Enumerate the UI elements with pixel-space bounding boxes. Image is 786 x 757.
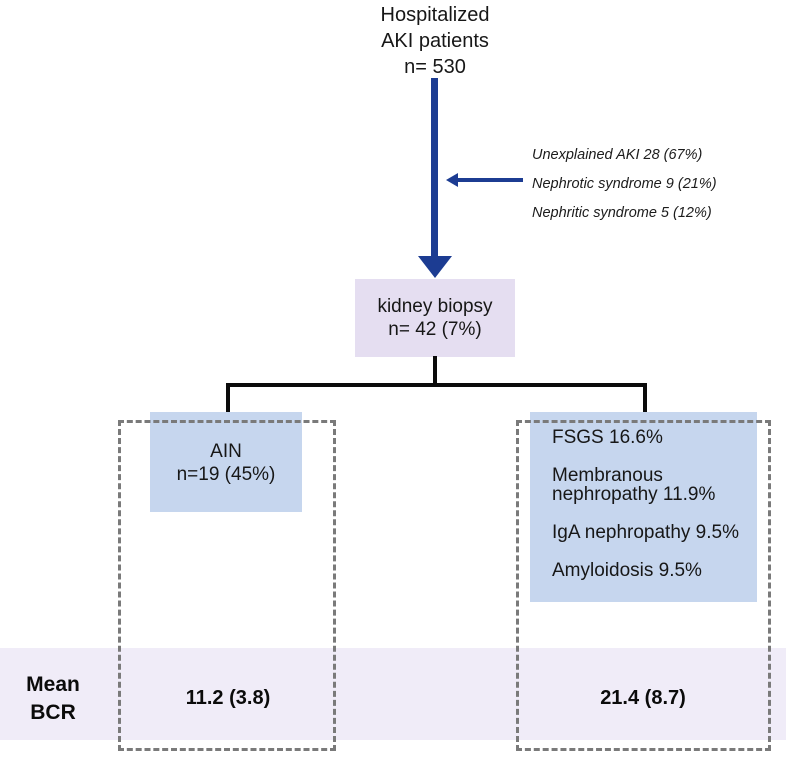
bcr-label-line-2: BCR [30, 701, 76, 724]
top-node-line-1: Hospitalized [380, 4, 490, 26]
glomerular-node: FSGS 16.6% Membranous nephropathy 11.9% … [530, 412, 757, 602]
exclusion-arrow-head-icon [446, 173, 458, 187]
connector-stub [433, 356, 437, 385]
exclusion-line-2: Nephrotic syndrome 9 (21%) [532, 176, 717, 192]
bcr-label-line-1: Mean [26, 673, 80, 696]
connector-left-drop [226, 383, 230, 412]
top-node: Hospitalized AKI patients n= 530 [335, 2, 535, 80]
biopsy-node: kidney biopsy n= 42 (7%) [355, 279, 515, 357]
bcr-band [0, 648, 786, 740]
bcr-value-ain: 11.2 (3.8) [185, 687, 271, 709]
glomerular-group-outline [516, 420, 771, 751]
ain-node: AIN n=19 (45%) [150, 412, 302, 512]
connector-horizontal [226, 383, 647, 387]
down-arrow-head-icon [418, 256, 452, 278]
ain-group-outline [118, 420, 336, 751]
exclusion-annotation: Unexplained AKI 28 (67%) Nephrotic syndr… [532, 141, 762, 228]
biopsy-node-line-2: n= 42 (7%) [388, 319, 482, 340]
bcr-value-glomerular: 21.4 (8.7) [600, 687, 686, 709]
connector-right-drop [643, 383, 647, 412]
top-node-line-2: AKI patients [381, 30, 489, 52]
glomerular-item-iga: IgA nephropathy 9.5% [552, 522, 739, 543]
exclusion-arrow-line [457, 178, 523, 182]
exclusion-line-3: Nephritic syndrome 5 (12%) [532, 205, 712, 221]
ain-node-line-1: AIN [210, 441, 242, 462]
top-node-line-3: n= 530 [404, 56, 466, 78]
glomerular-item-amyloidosis: Amyloidosis 9.5% [552, 560, 702, 581]
glomerular-item-membranous: Membranous nephropathy 11.9% [552, 465, 716, 505]
biopsy-node-line-1: kidney biopsy [377, 296, 493, 317]
down-arrow-line [431, 78, 438, 258]
glomerular-item-fsgs: FSGS 16.6% [552, 427, 663, 448]
ain-node-line-2: n=19 (45%) [176, 464, 276, 485]
exclusion-line-1: Unexplained AKI 28 (67%) [532, 147, 703, 163]
bcr-row-label: Mean BCR [5, 671, 101, 727]
